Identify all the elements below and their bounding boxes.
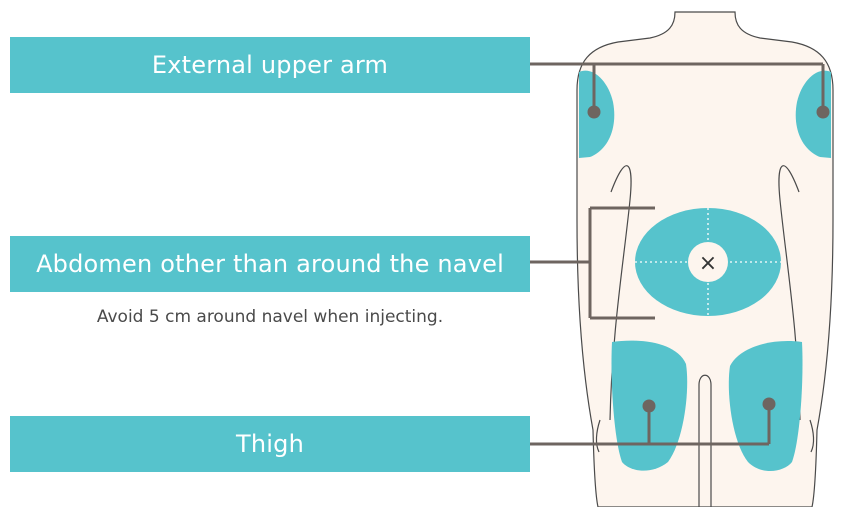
x-mark-icon: × (699, 251, 717, 276)
